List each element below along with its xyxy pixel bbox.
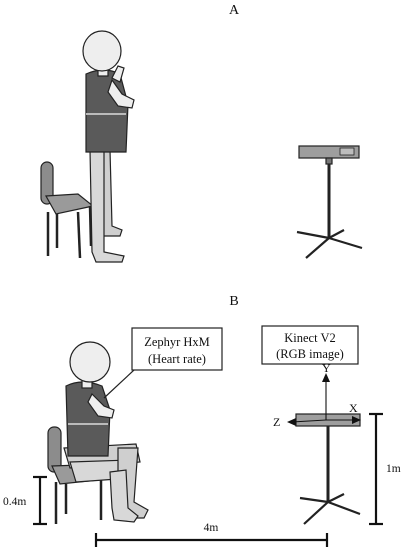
kinect-callout-line2: (RGB image)	[276, 347, 344, 361]
seat-height-dimension	[33, 475, 47, 526]
axis-x-label: X	[349, 401, 358, 415]
distance-dimension	[94, 533, 329, 547]
head	[69, 341, 111, 383]
kinect-stand-a	[296, 145, 363, 259]
standing-person	[82, 30, 135, 263]
axis-z-label: Z	[273, 415, 280, 429]
head	[82, 30, 122, 72]
camera-height-label: 1m	[386, 463, 401, 475]
camera-height-dimension	[369, 412, 383, 526]
camera-axes	[287, 373, 361, 426]
heart-rate-callout: Zephyr HxM (Heart rate)	[103, 327, 223, 399]
axis-y-label: Y	[322, 361, 331, 375]
kinect-stand-b	[295, 413, 361, 525]
heart-rate-callout-line2: (Heart rate)	[148, 352, 206, 366]
seat-height-label: 0.4m	[3, 496, 26, 508]
distance-label: 4m	[204, 522, 219, 534]
panel-b-label: B	[229, 294, 238, 309]
kinect-callout: Kinect V2 (RGB image)	[261, 325, 359, 365]
kinect-callout-line1: Kinect V2	[284, 331, 336, 345]
chair-a	[40, 161, 95, 259]
panel-a-label: A	[229, 3, 240, 18]
seated-person	[63, 341, 149, 523]
heart-rate-callout-line1: Zephyr HxM	[144, 335, 210, 349]
